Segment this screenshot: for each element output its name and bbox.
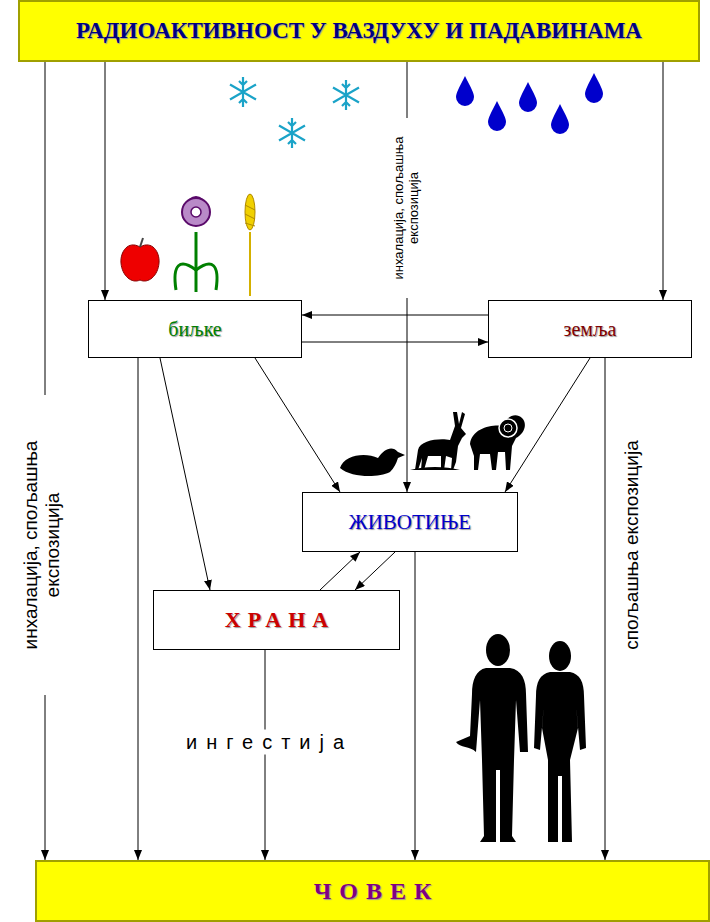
flower bbox=[196, 264, 217, 290]
flow-arrow bbox=[265, 650, 266, 860]
node-label: РАДИОАКТИВНОСТ У ВАЗДУХУ И ПАДАВИНАМА bbox=[76, 18, 642, 44]
rain-drop bbox=[551, 104, 569, 134]
human-silhouette bbox=[534, 672, 586, 842]
human-silhouette bbox=[486, 634, 510, 666]
node-label: ЖИВОТИЊЕ bbox=[349, 510, 471, 535]
snowflake bbox=[230, 77, 256, 107]
rain-drop bbox=[456, 76, 474, 106]
wheat bbox=[249, 232, 251, 296]
process-box: земља bbox=[488, 300, 692, 358]
process-box: ХРАНА bbox=[153, 590, 400, 650]
wheat bbox=[245, 194, 255, 230]
title-band: РАДИОАКТИВНОСТ У ВАЗДУХУ И ПАДАВИНАМА bbox=[18, 0, 700, 62]
ram bbox=[470, 415, 525, 470]
node-label: биљке bbox=[168, 318, 222, 341]
wheat bbox=[245, 205, 255, 226]
apple bbox=[121, 245, 159, 281]
rain-drop bbox=[456, 73, 603, 134]
apple bbox=[121, 238, 159, 281]
duck bbox=[340, 448, 405, 476]
snowflake bbox=[279, 118, 305, 148]
node-label: ЧОВЕК bbox=[306, 878, 440, 905]
flower bbox=[175, 264, 196, 290]
antelope bbox=[410, 467, 460, 470]
human-silhouette bbox=[549, 641, 571, 671]
snowflake bbox=[230, 77, 256, 107]
rain-drop bbox=[519, 82, 537, 112]
rain-drop bbox=[585, 73, 603, 103]
snowflake bbox=[333, 80, 359, 110]
flow-arrow bbox=[302, 315, 488, 316]
antelope bbox=[415, 412, 466, 470]
ram bbox=[499, 419, 517, 437]
flower bbox=[191, 207, 201, 217]
flow-arrow bbox=[415, 552, 416, 860]
node-label: земља bbox=[564, 318, 617, 341]
flow-arrow bbox=[160, 358, 210, 590]
node-label: ХРАНА bbox=[218, 607, 335, 633]
flow-arrow bbox=[663, 62, 664, 300]
process-box: ЖИВОТИЊЕ bbox=[302, 492, 518, 552]
ram bbox=[470, 415, 525, 470]
flower bbox=[182, 198, 210, 226]
flow-arrow bbox=[505, 358, 590, 492]
duck bbox=[340, 448, 405, 476]
snowflake bbox=[333, 80, 359, 110]
flow-arrow bbox=[320, 552, 360, 590]
flow-arrow bbox=[302, 342, 488, 343]
edge-label: ингестија bbox=[174, 730, 356, 755]
flower bbox=[175, 197, 217, 292]
antelope bbox=[410, 412, 466, 470]
flow-arrow bbox=[255, 358, 340, 492]
flow-arrow bbox=[605, 358, 606, 860]
apple bbox=[140, 238, 143, 247]
rain-drop bbox=[488, 101, 506, 131]
edge-label: спољашња експозиција bbox=[620, 395, 644, 695]
target-band: ЧОВЕК bbox=[35, 860, 710, 922]
wheat bbox=[245, 194, 255, 296]
edge-label: инхалација, спољашња експозиција bbox=[391, 118, 423, 298]
flower bbox=[195, 232, 198, 292]
snowflake bbox=[279, 118, 305, 148]
flow-arrow bbox=[138, 358, 139, 860]
flow-arrow bbox=[105, 62, 106, 300]
flow-arrow bbox=[355, 552, 395, 590]
process-box: биљке bbox=[88, 300, 302, 358]
edge-label: инхалација, спољашња експозиција bbox=[19, 395, 65, 695]
human-silhouette bbox=[456, 668, 528, 842]
snowflake bbox=[230, 77, 359, 148]
ram bbox=[504, 424, 512, 432]
human-silhouette bbox=[456, 634, 586, 842]
